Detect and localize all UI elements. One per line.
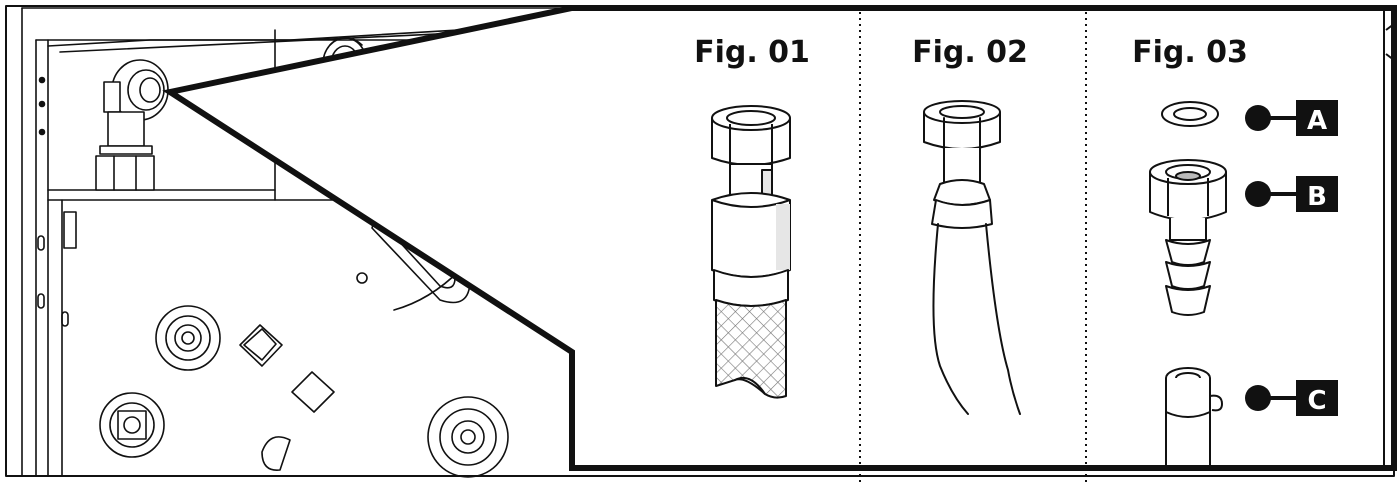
fig-03-hose-end [1165,367,1223,468]
fig-01-braided-hose [711,105,791,399]
fig-03-washer [1161,101,1219,127]
fig-02-title: Fig. 02 [912,35,1028,70]
fitting-upper [155,305,221,371]
right-edge-detail [1383,8,1395,468]
fitting-lower-right [427,396,509,478]
callout-a-label: A [1307,106,1327,136]
fig-01-title: Fig. 01 [694,35,810,70]
callout-b: B [1245,176,1338,212]
fig-02-rubber-hose [923,100,1021,415]
callout-a: A [1245,100,1338,136]
callout-c: C [1245,380,1338,416]
callout-c-label: C [1307,386,1326,416]
fig-03-title: Fig. 03 [1132,35,1248,70]
fig-03-hose-tail-nut [1149,159,1227,316]
valve-elbow [95,59,169,191]
callout-b-label: B [1307,182,1327,212]
fitting-lower-left [99,392,165,458]
